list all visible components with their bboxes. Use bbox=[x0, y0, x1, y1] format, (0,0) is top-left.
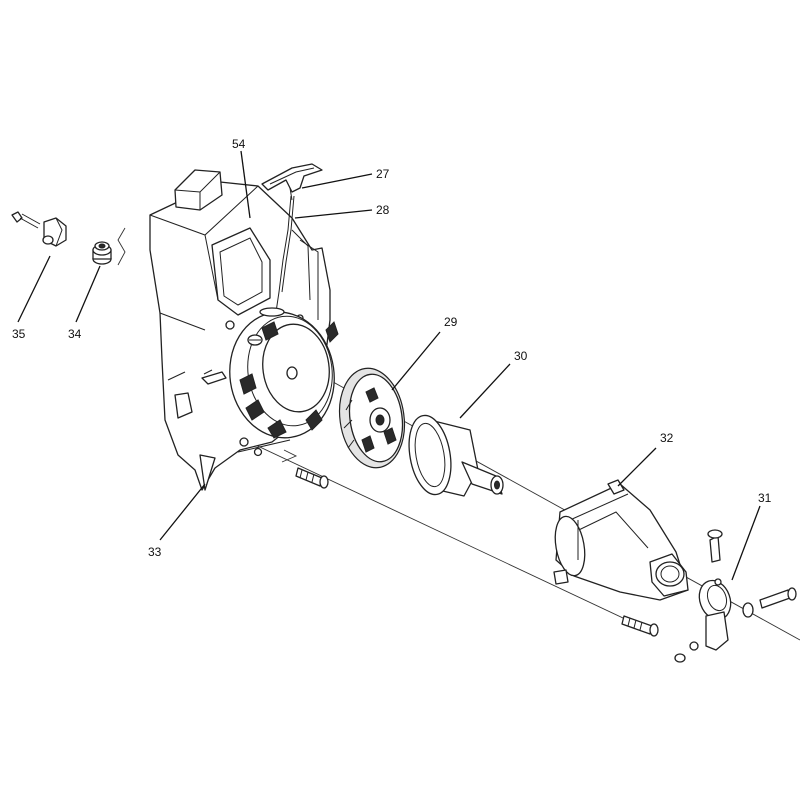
callout-29: 29 bbox=[444, 315, 458, 329]
callout-35: 35 bbox=[12, 327, 26, 341]
clutch-housing bbox=[553, 479, 689, 601]
leader-33 bbox=[159, 483, 206, 541]
callout-31: 31 bbox=[758, 491, 772, 505]
clamp-bracket bbox=[674, 529, 797, 663]
callout-32: 32 bbox=[660, 431, 674, 445]
leader-34 bbox=[75, 265, 101, 323]
leader-32 bbox=[617, 447, 657, 487]
leader-28 bbox=[294, 209, 373, 219]
leader-29 bbox=[391, 331, 441, 391]
callout-34: 34 bbox=[68, 327, 82, 341]
callout-labels: 54 27 28 35 34 29 30 32 31 33 bbox=[12, 137, 772, 559]
drive-plate bbox=[338, 367, 406, 469]
clip-with-screw bbox=[11, 211, 67, 247]
clutch-drum bbox=[408, 414, 504, 497]
callout-30: 30 bbox=[514, 349, 528, 363]
callout-27: 27 bbox=[376, 167, 390, 181]
clutch-housing-screw bbox=[621, 615, 659, 637]
callout-28: 28 bbox=[376, 203, 390, 217]
housing-screw bbox=[295, 467, 329, 489]
starter-rope bbox=[259, 195, 295, 317]
rubber-grommet bbox=[92, 241, 112, 265]
leader-27 bbox=[301, 173, 373, 189]
callout-leaders bbox=[17, 150, 761, 581]
starter-housing bbox=[149, 169, 339, 491]
callout-54: 54 bbox=[232, 137, 246, 151]
leader-35 bbox=[17, 255, 51, 323]
leader-54 bbox=[240, 150, 251, 219]
leader-30 bbox=[459, 363, 511, 419]
starter-handle bbox=[261, 163, 323, 201]
callout-33: 33 bbox=[148, 545, 162, 559]
leader-31 bbox=[731, 505, 761, 581]
